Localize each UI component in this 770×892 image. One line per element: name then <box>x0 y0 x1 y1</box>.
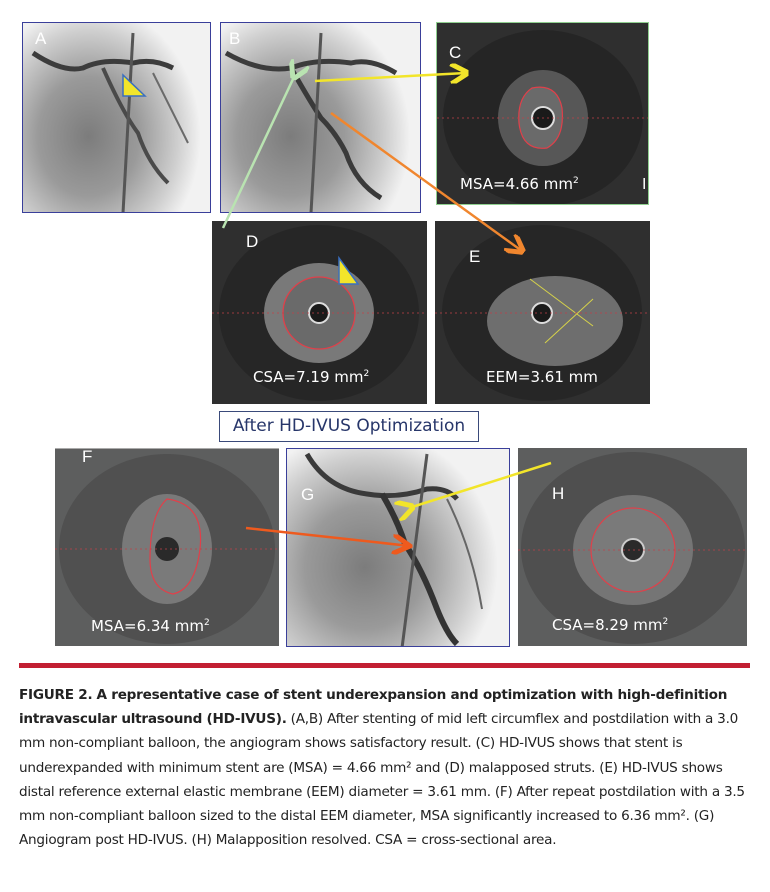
panel-label: D <box>246 232 259 251</box>
panel-c-ivus: C MSA=4.66 mm2 I <box>436 22 649 205</box>
panel-g-angiogram: G <box>286 448 510 647</box>
ivus-image <box>518 452 747 644</box>
panel-label: H <box>552 484 565 503</box>
figure-caption: FIGURE 2. A representative case of stent… <box>19 683 754 852</box>
ivus-image <box>435 225 650 401</box>
ivus-image <box>55 454 279 644</box>
panel-label: A <box>35 29 47 48</box>
vessel-drawing <box>224 32 398 212</box>
measurement-label: CSA=8.29 mm2 <box>552 616 669 634</box>
figure-title: A representative case of stent underexpa… <box>19 687 728 728</box>
after-optimization-banner: After HD-IVUS Optimization <box>219 411 479 442</box>
marker-glyph: I <box>642 175 647 193</box>
measurement-label: EEM=3.61 mm <box>486 368 598 386</box>
vessel-drawing <box>304 452 483 646</box>
panel-label: G <box>301 485 315 504</box>
panel-a-angiogram: A <box>22 22 211 213</box>
figure-caption-body: (A,B) After stenting of mid left circumf… <box>19 711 745 849</box>
panel-b-angiogram: B <box>220 22 421 213</box>
panel-e-ivus: E EEM=3.61 mm <box>435 221 650 404</box>
panel-f-ivus: F MSA=6.34 mm2 <box>55 448 279 646</box>
vessel-drawing <box>31 32 189 212</box>
ivus-image <box>212 225 427 401</box>
figure-number: FIGURE 2. <box>19 687 93 703</box>
panel-label: F <box>82 448 93 466</box>
panel-label: B <box>229 29 241 48</box>
caption-divider <box>19 663 750 668</box>
panel-h-ivus: H CSA=8.29 mm2 <box>518 448 747 646</box>
measurement-label: CSA=7.19 mm2 <box>253 368 370 386</box>
panel-label: E <box>469 247 481 266</box>
panel-d-ivus: D CSA=7.19 mm2 <box>212 221 427 404</box>
panel-label: C <box>449 43 462 62</box>
measurement-label: MSA=4.66 mm2 <box>460 175 579 193</box>
measurement-label: MSA=6.34 mm2 <box>91 617 210 635</box>
